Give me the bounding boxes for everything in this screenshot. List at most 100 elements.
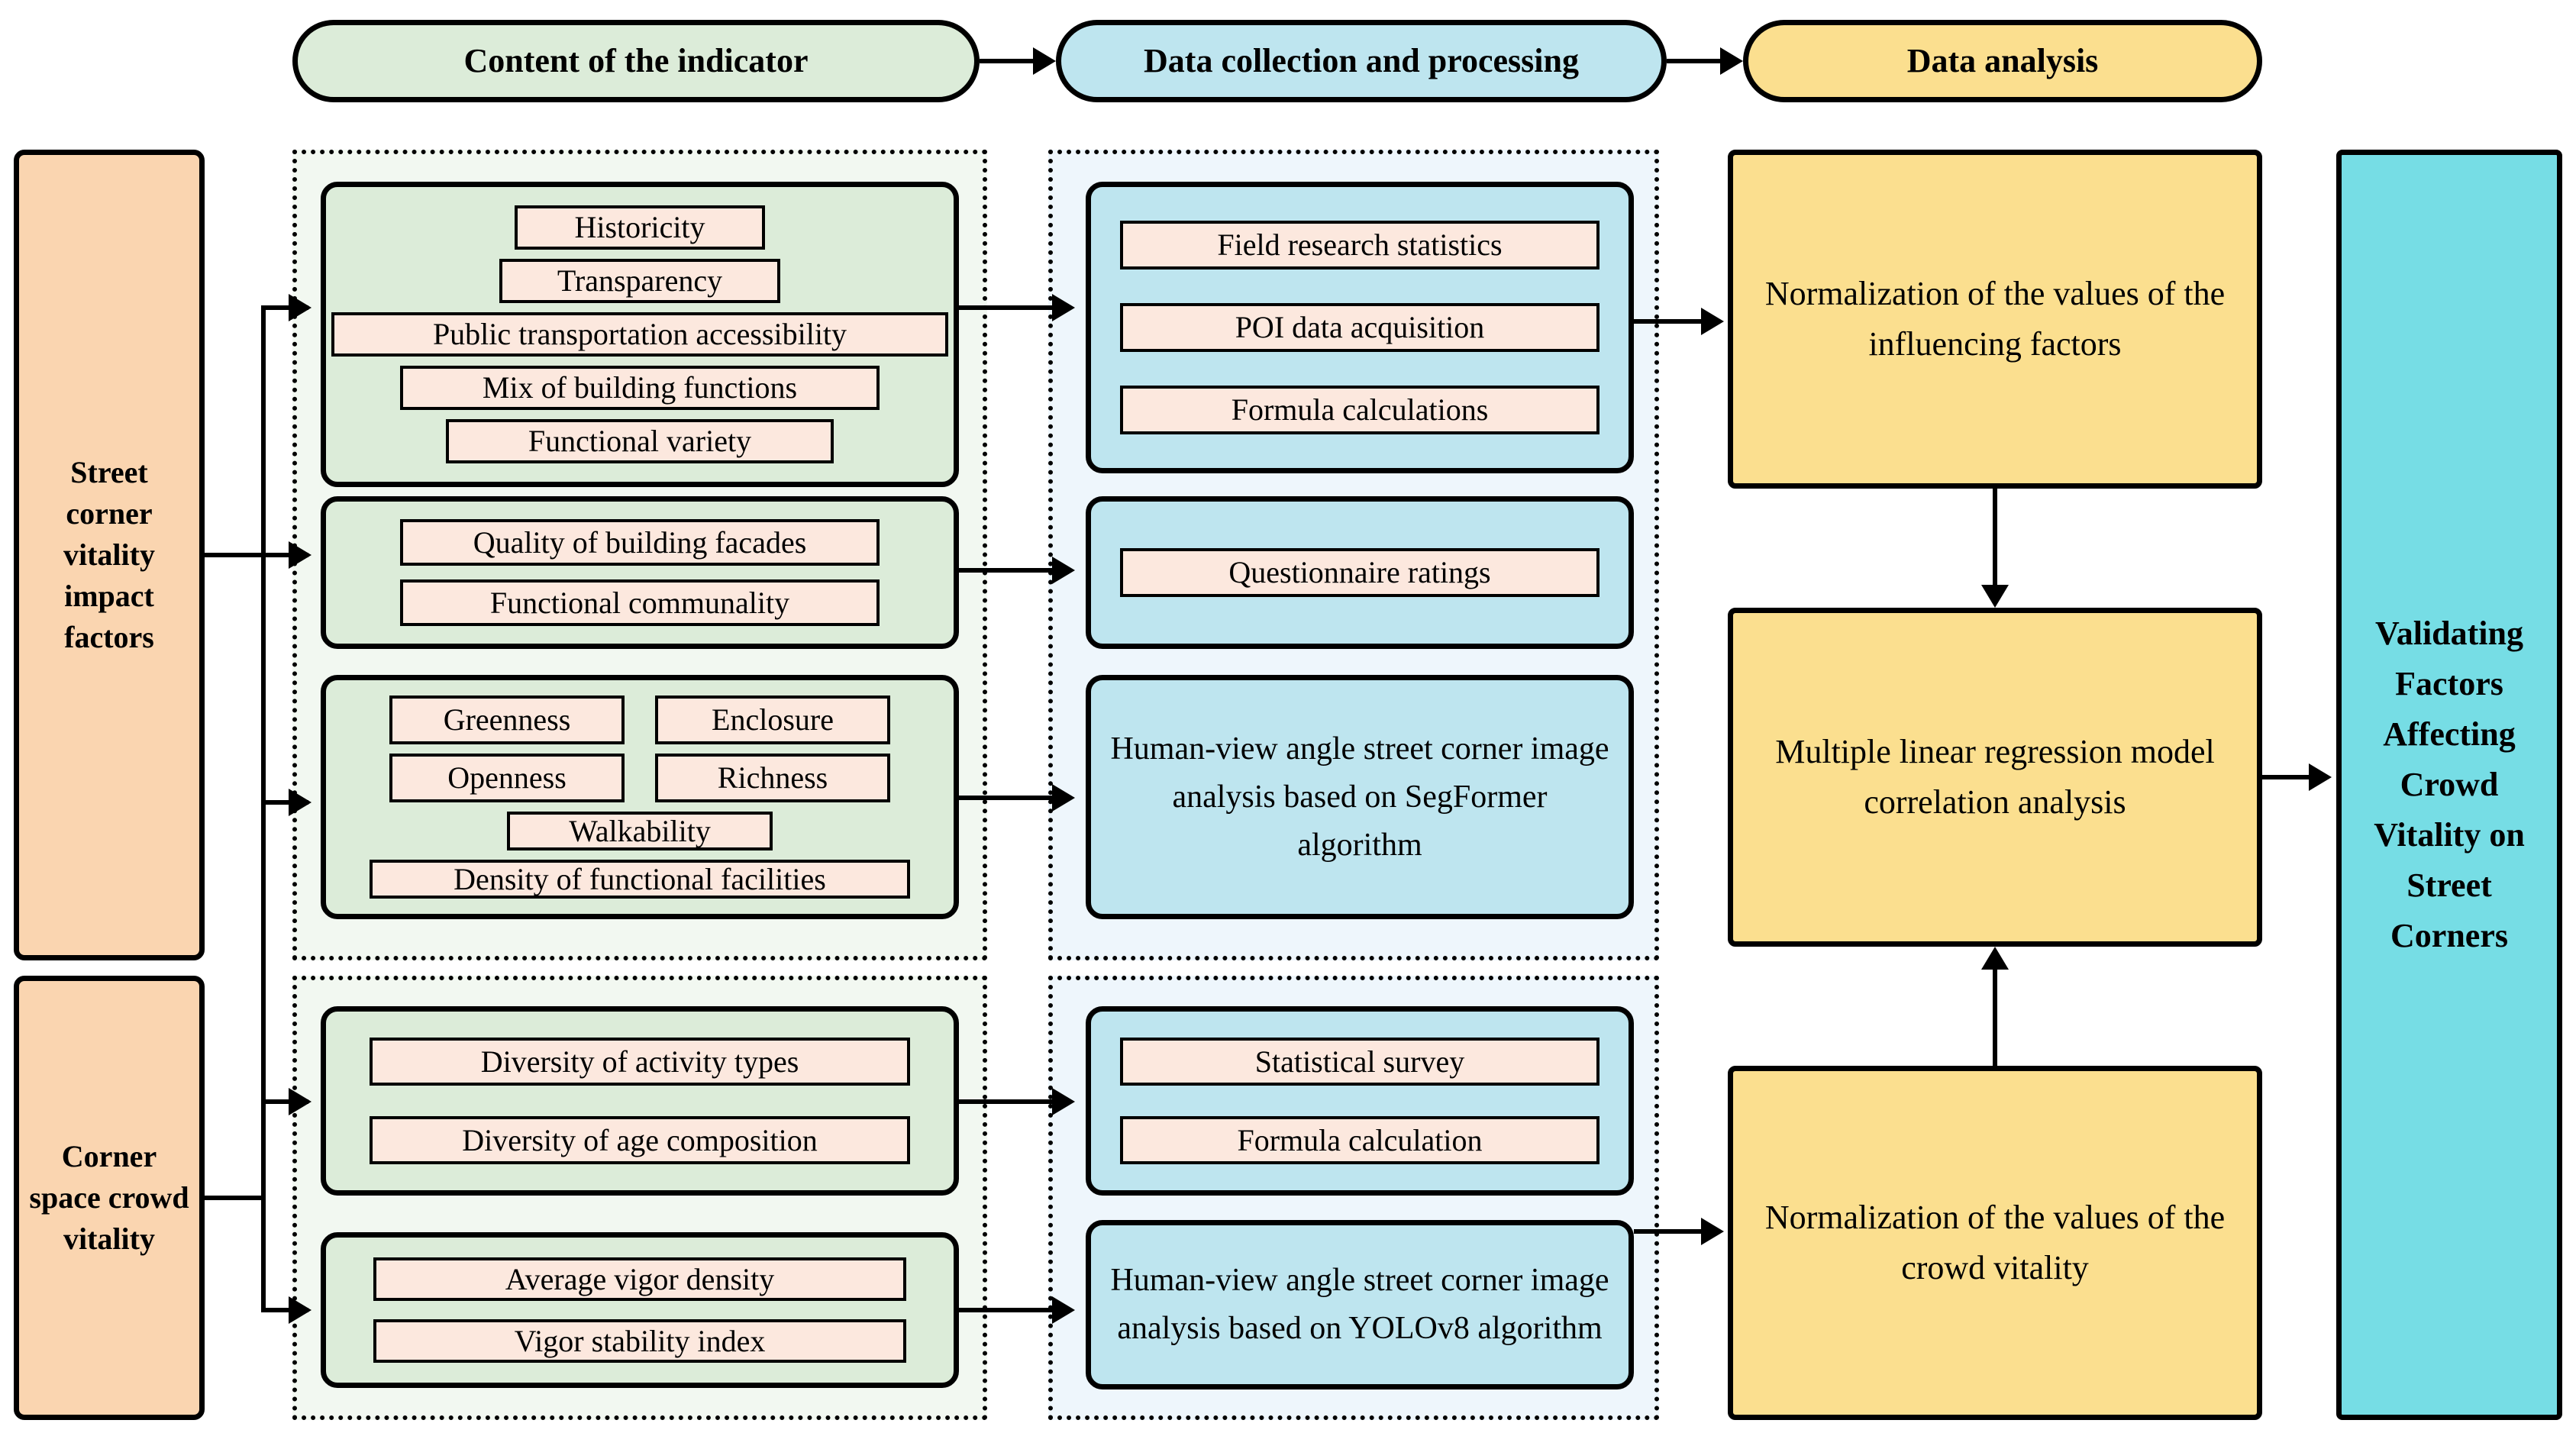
stage-pill-data-analysis: Data analysis <box>1743 20 2262 102</box>
connector-cat2-branch-e <box>261 1308 308 1312</box>
collection-chip: Formula calculation <box>1120 1116 1600 1164</box>
connector-vitality-to-regression <box>1993 970 1997 1066</box>
arrow-groupb-to-collectb <box>1052 557 1075 584</box>
indicator-label: Diversity of age composition <box>462 1122 818 1157</box>
collection-group-a: Field research statistics POI data acqui… <box>1086 182 1634 473</box>
header-connector-1 <box>980 59 1033 63</box>
indicator-chip: Functional communality <box>400 579 880 626</box>
indicator-group-b: Quality of building facades Functional c… <box>321 496 959 649</box>
indicator-chip: Diversity of age composition <box>370 1116 910 1164</box>
arrow-groupe-to-yolov8 <box>1052 1296 1075 1324</box>
collection-box-segformer: Human-view angle street corner image ana… <box>1086 675 1634 919</box>
header-arrow-1 <box>1033 47 1056 75</box>
header-arrow-2 <box>1720 47 1743 75</box>
collection-chip: Formula calculations <box>1120 386 1600 434</box>
analysis-label: Normalization of the values of the influ… <box>1764 275 2226 363</box>
arrow-regression-to-outcome <box>2309 763 2332 791</box>
category-box-street-corner-vitality: Street corner vitality impact factors <box>14 150 205 960</box>
indicator-group-d: Diversity of activity types Diversity of… <box>321 1006 959 1196</box>
collection-chip: Statistical survey <box>1120 1038 1600 1086</box>
outcome-label: Validating Factors Affecting Crowd Vital… <box>2374 615 2525 954</box>
indicator-chip: Density of functional facilities <box>370 860 910 899</box>
connector-groupe-to-yolov8 <box>959 1308 1058 1312</box>
arrow-groupc-to-segformer <box>1052 784 1075 812</box>
collection-label: Questionnaire ratings <box>1228 555 1491 589</box>
collection-algo-text: Human-view angle street corner image ana… <box>1110 1263 1609 1346</box>
connector-cat1-trunk <box>205 553 266 557</box>
indicator-chip: Walkability <box>507 812 773 850</box>
collection-label: Formula calculation <box>1237 1122 1483 1157</box>
indicator-chip: Quality of building facades <box>400 519 880 566</box>
stage-pill-label: Content of the indicator <box>463 41 809 79</box>
indicator-chip: Enclosure <box>655 696 890 744</box>
arrow-vitality-to-regression <box>1981 947 2009 970</box>
collection-chip: Questionnaire ratings <box>1120 548 1600 597</box>
stage-pill-data-collection: Data collection and processing <box>1056 20 1667 102</box>
arrow-cat1-to-group-a <box>289 294 312 321</box>
connector-cat1-branch-b <box>261 553 308 557</box>
connector-cat2-trunk <box>205 1196 266 1200</box>
collection-label: POI data acquisition <box>1235 310 1485 344</box>
arrow-groupd-to-collectd <box>1052 1088 1075 1115</box>
stage-pill-label: Data analysis <box>1906 41 2099 79</box>
connector-cat1-branch-c <box>261 800 308 805</box>
indicator-chip: Greenness <box>389 696 625 744</box>
indicator-label: Vigor stability index <box>514 1323 766 1358</box>
indicator-label: Enclosure <box>712 702 834 737</box>
indicator-group-a: Historicity Transparency Public transpor… <box>321 182 959 487</box>
analysis-label: Multiple linear regression model correla… <box>1775 733 2215 821</box>
collection-label: Statistical survey <box>1254 1044 1465 1079</box>
connector-cat2-branch-d <box>261 1099 308 1104</box>
stage-pill-content-of-indicator: Content of the indicator <box>292 20 980 102</box>
connector-normalization-to-regression <box>1993 489 1997 585</box>
arrow-yolov8-to-normalization-vitality <box>1701 1218 1724 1245</box>
indicator-chip: Public transportation accessibility <box>331 312 948 357</box>
connector-yolov8-to-normalization-vitality <box>1634 1229 1706 1234</box>
connector-groupd-to-collectd <box>959 1099 1058 1104</box>
category-box-corner-space-crowd-vitality: Corner space crowd vitality <box>14 976 205 1420</box>
connector-cat2-spine <box>261 1099 266 1310</box>
indicator-chip: Vigor stability index <box>373 1319 906 1363</box>
indicator-chip: Richness <box>655 754 890 802</box>
indicator-label: Openness <box>447 760 567 795</box>
header-connector-2 <box>1667 59 1720 63</box>
indicator-chip: Transparency <box>499 259 780 303</box>
arrow-groupa-to-collecta <box>1052 294 1075 321</box>
arrow-normalization-to-regression <box>1981 585 2009 608</box>
connector-groupc-to-segformer <box>959 796 1058 800</box>
indicator-label: Average vigor density <box>505 1261 775 1296</box>
collection-label: Formula calculations <box>1231 392 1489 427</box>
connector-groupa-to-collecta <box>959 305 1058 310</box>
indicator-chip: Mix of building functions <box>400 366 880 410</box>
arrow-cat1-to-group-c <box>289 789 312 816</box>
connector-cat1-branch-a <box>261 305 308 310</box>
connector-groupb-to-collectb <box>959 568 1058 573</box>
indicator-label: Richness <box>717 760 828 795</box>
collection-chip: POI data acquisition <box>1120 303 1600 352</box>
indicator-chip: Openness <box>389 754 625 802</box>
stage-pill-label: Data collection and processing <box>1144 41 1579 79</box>
indicator-label: Quality of building facades <box>473 524 807 560</box>
indicator-label: Historicity <box>574 210 705 244</box>
collection-group-b: Questionnaire ratings <box>1086 496 1634 649</box>
collection-box-yolov8: Human-view angle street corner image ana… <box>1086 1220 1634 1389</box>
category-label: Street corner vitality impact factors <box>63 455 155 654</box>
arrow-collecta-to-normalization <box>1701 308 1724 335</box>
indicator-chip: Historicity <box>515 205 765 250</box>
connector-regression-to-outcome <box>2262 775 2312 779</box>
indicator-label: Walkability <box>569 813 711 848</box>
collection-algo-text: Human-view angle street corner image ana… <box>1110 731 1609 863</box>
indicator-label: Public transportation accessibility <box>432 317 847 351</box>
indicator-group-c: Greenness Enclosure Openness Richness Wa… <box>321 675 959 919</box>
indicator-label: Functional communality <box>489 585 790 620</box>
arrow-cat2-to-group-d <box>289 1088 312 1115</box>
analysis-box-regression: Multiple linear regression model correla… <box>1728 608 2262 947</box>
collection-chip: Field research statistics <box>1120 221 1600 269</box>
indicator-label: Density of functional facilities <box>454 861 826 896</box>
connector-cat1-spine <box>261 305 266 1110</box>
indicator-chip: Functional variety <box>446 419 834 463</box>
arrow-cat1-to-group-b <box>289 541 312 569</box>
collection-group-d: Statistical survey Formula calculation <box>1086 1006 1634 1196</box>
indicator-chip: Average vigor density <box>373 1257 906 1301</box>
indicator-label: Greenness <box>443 702 571 737</box>
